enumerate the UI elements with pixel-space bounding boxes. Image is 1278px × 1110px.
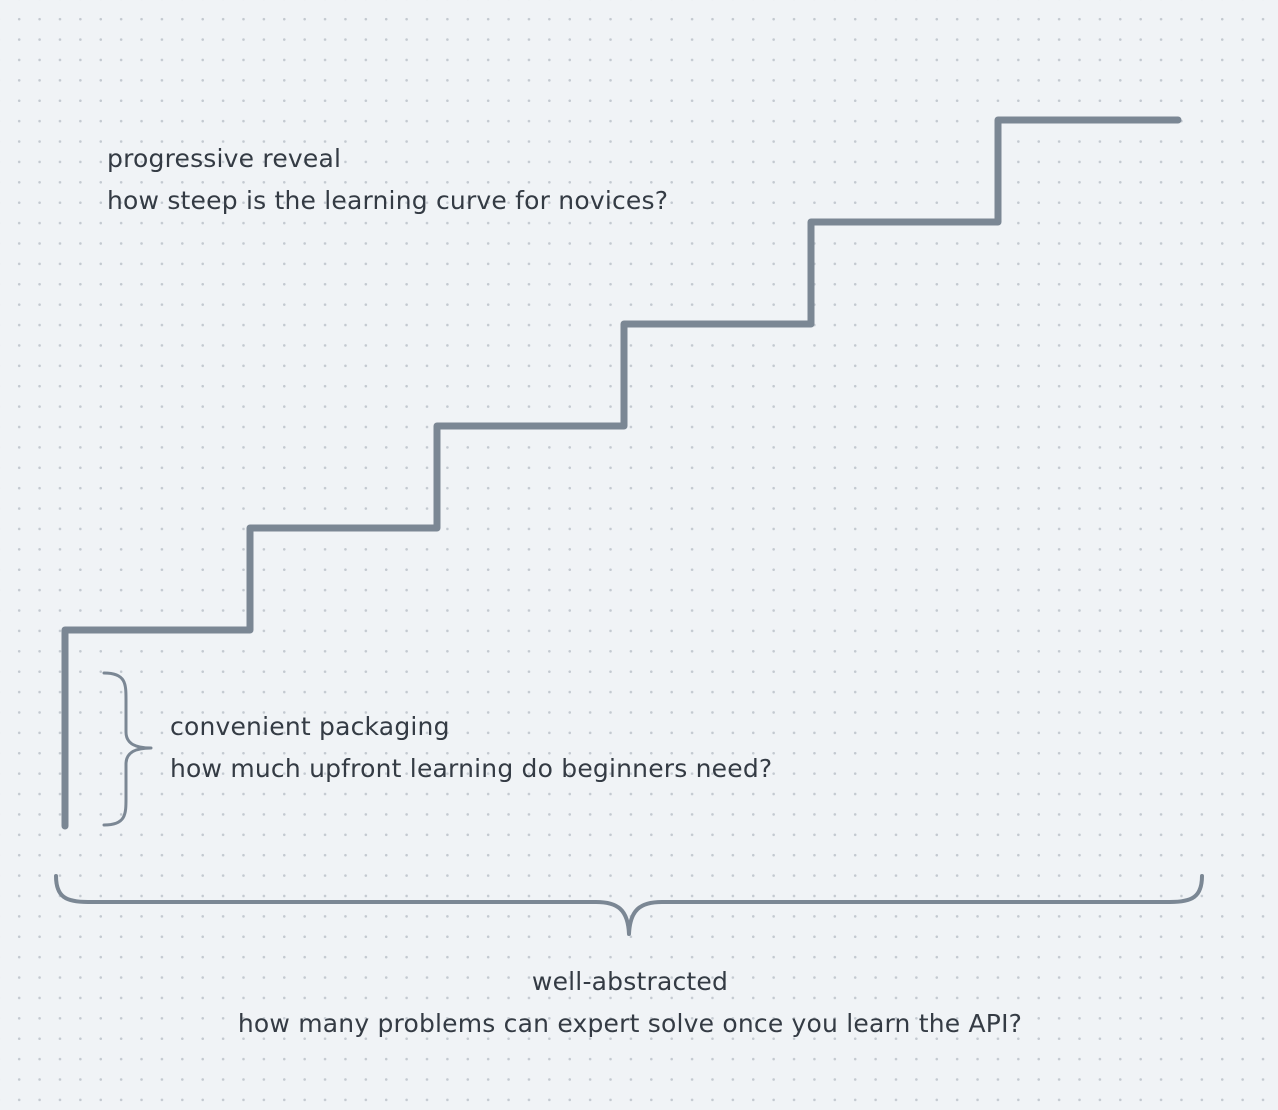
convenient-packaging-question: how much upfront learning do beginners n… xyxy=(170,754,773,783)
convenient-packaging-label: convenient packaging how much upfront le… xyxy=(170,706,772,790)
staircase-line xyxy=(61,116,1182,830)
well-abstracted-question: how many problems can expert solve once … xyxy=(237,1009,1023,1038)
progressive-reveal-title: progressive reveal xyxy=(107,144,342,173)
well-abstracted-brace xyxy=(54,874,1204,936)
well-abstracted-label: well-abstracted how many problems can ex… xyxy=(0,961,1260,1045)
well-abstracted-title: well-abstracted xyxy=(531,967,729,996)
convenient-packaging-title: convenient packaging xyxy=(170,712,450,741)
progressive-reveal-question: how steep is the learning curve for novi… xyxy=(107,186,669,215)
convenient-packaging-brace xyxy=(102,671,153,827)
progressive-reveal-label: progressive reveal how steep is the lear… xyxy=(107,138,668,222)
